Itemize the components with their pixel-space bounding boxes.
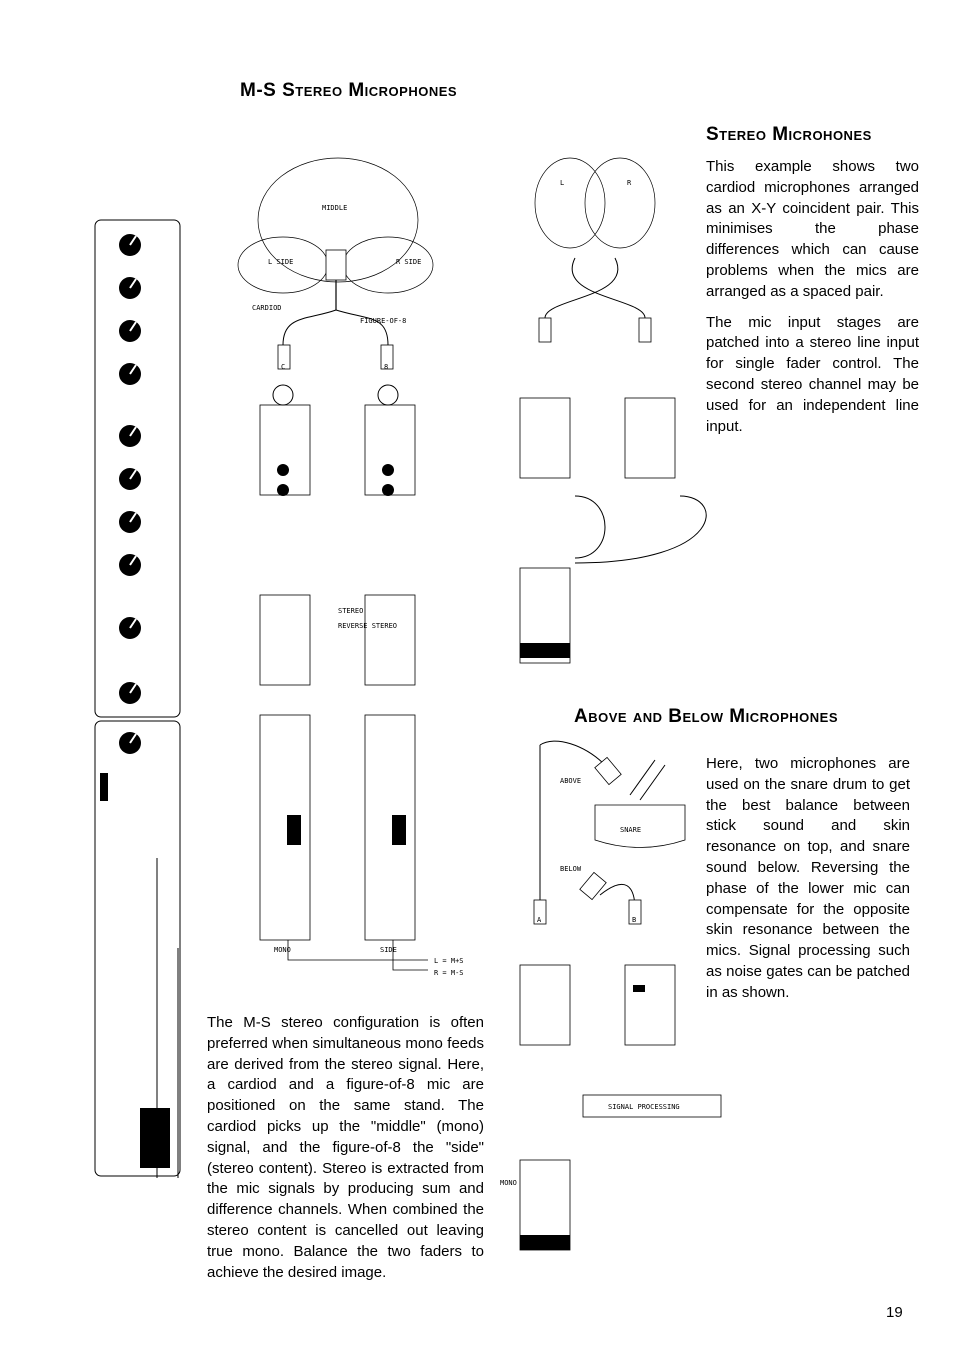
label-stereo: STEREO [338,607,363,615]
label-mic-b: B [632,916,636,924]
label-mic-8: 8 [384,363,388,371]
knob-pointer [129,469,137,480]
middle-pattern [257,157,419,283]
knob-pointer [129,426,137,437]
stereo-text: This example shows two cardiod microphon… [706,157,919,447]
label-mono-above: MONO [500,1179,517,1187]
label-snare: SNARE [620,826,641,834]
label-middle: MIDDLE [322,204,347,212]
label-r-side: R SIDE [396,258,421,266]
label-mic-c: C [281,363,285,371]
label-signal-processing: SIGNAL PROCESSING [608,1103,680,1111]
label-side: SIDE [380,946,397,954]
label-l-eq: L = M+S [434,957,464,965]
knob-pointer [129,555,137,566]
label-mono: MONO [274,946,291,954]
label-figure-of-8: FIGURE-OF-8 [360,317,406,325]
knob-pointer [129,618,137,629]
label-l-side: L SIDE [268,258,293,266]
heading-ms-stereo: M-S Stereo Microphones [240,80,458,101]
label-cardiod: CARDIOD [252,304,282,312]
label-reverse-stereo: REVERSE STEREO [338,622,397,630]
label-above: ABOVE [560,777,581,785]
label-mic-a: A [537,916,542,924]
stereo-paragraph-1: This example shows two cardiod microphon… [706,158,919,300]
xy-stereo-diagram: L R [519,157,707,664]
above-below-diagram: SNARE ABOVE BELOW A B SIGNAL PROCESSING … [500,740,722,1251]
stereo-paragraph-2: The mic input stages are patched into a … [706,313,919,435]
mixer-channel-strip [94,219,181,1178]
page-number: 19 [886,1304,903,1321]
heading-stereo-microphones: Stereo Microhones [706,124,872,145]
knob-pointer [129,278,137,289]
knob-pointer [129,683,137,694]
knob-pointer [129,235,137,246]
ms-paragraph: The M-S stereo configuration is often pr… [207,1014,484,1281]
above-below-paragraph: Here, two microphones are used on the sn… [706,755,910,1001]
ms-diagram: MIDDLE L SIDE R SIDE CARDIOD FIGURE-OF-8… [237,157,464,977]
label-below: BELOW [560,865,582,873]
knob-pointer [129,733,137,744]
heading-above-below: Above and Below Microphones [574,706,839,727]
label-r-eq: R = M-S [434,969,464,977]
knob-pointer [129,512,137,523]
label-xy-r: R [627,179,632,187]
knob-pointer [129,364,137,375]
label-xy-l: L [560,179,564,187]
knob-pointer [129,321,137,332]
